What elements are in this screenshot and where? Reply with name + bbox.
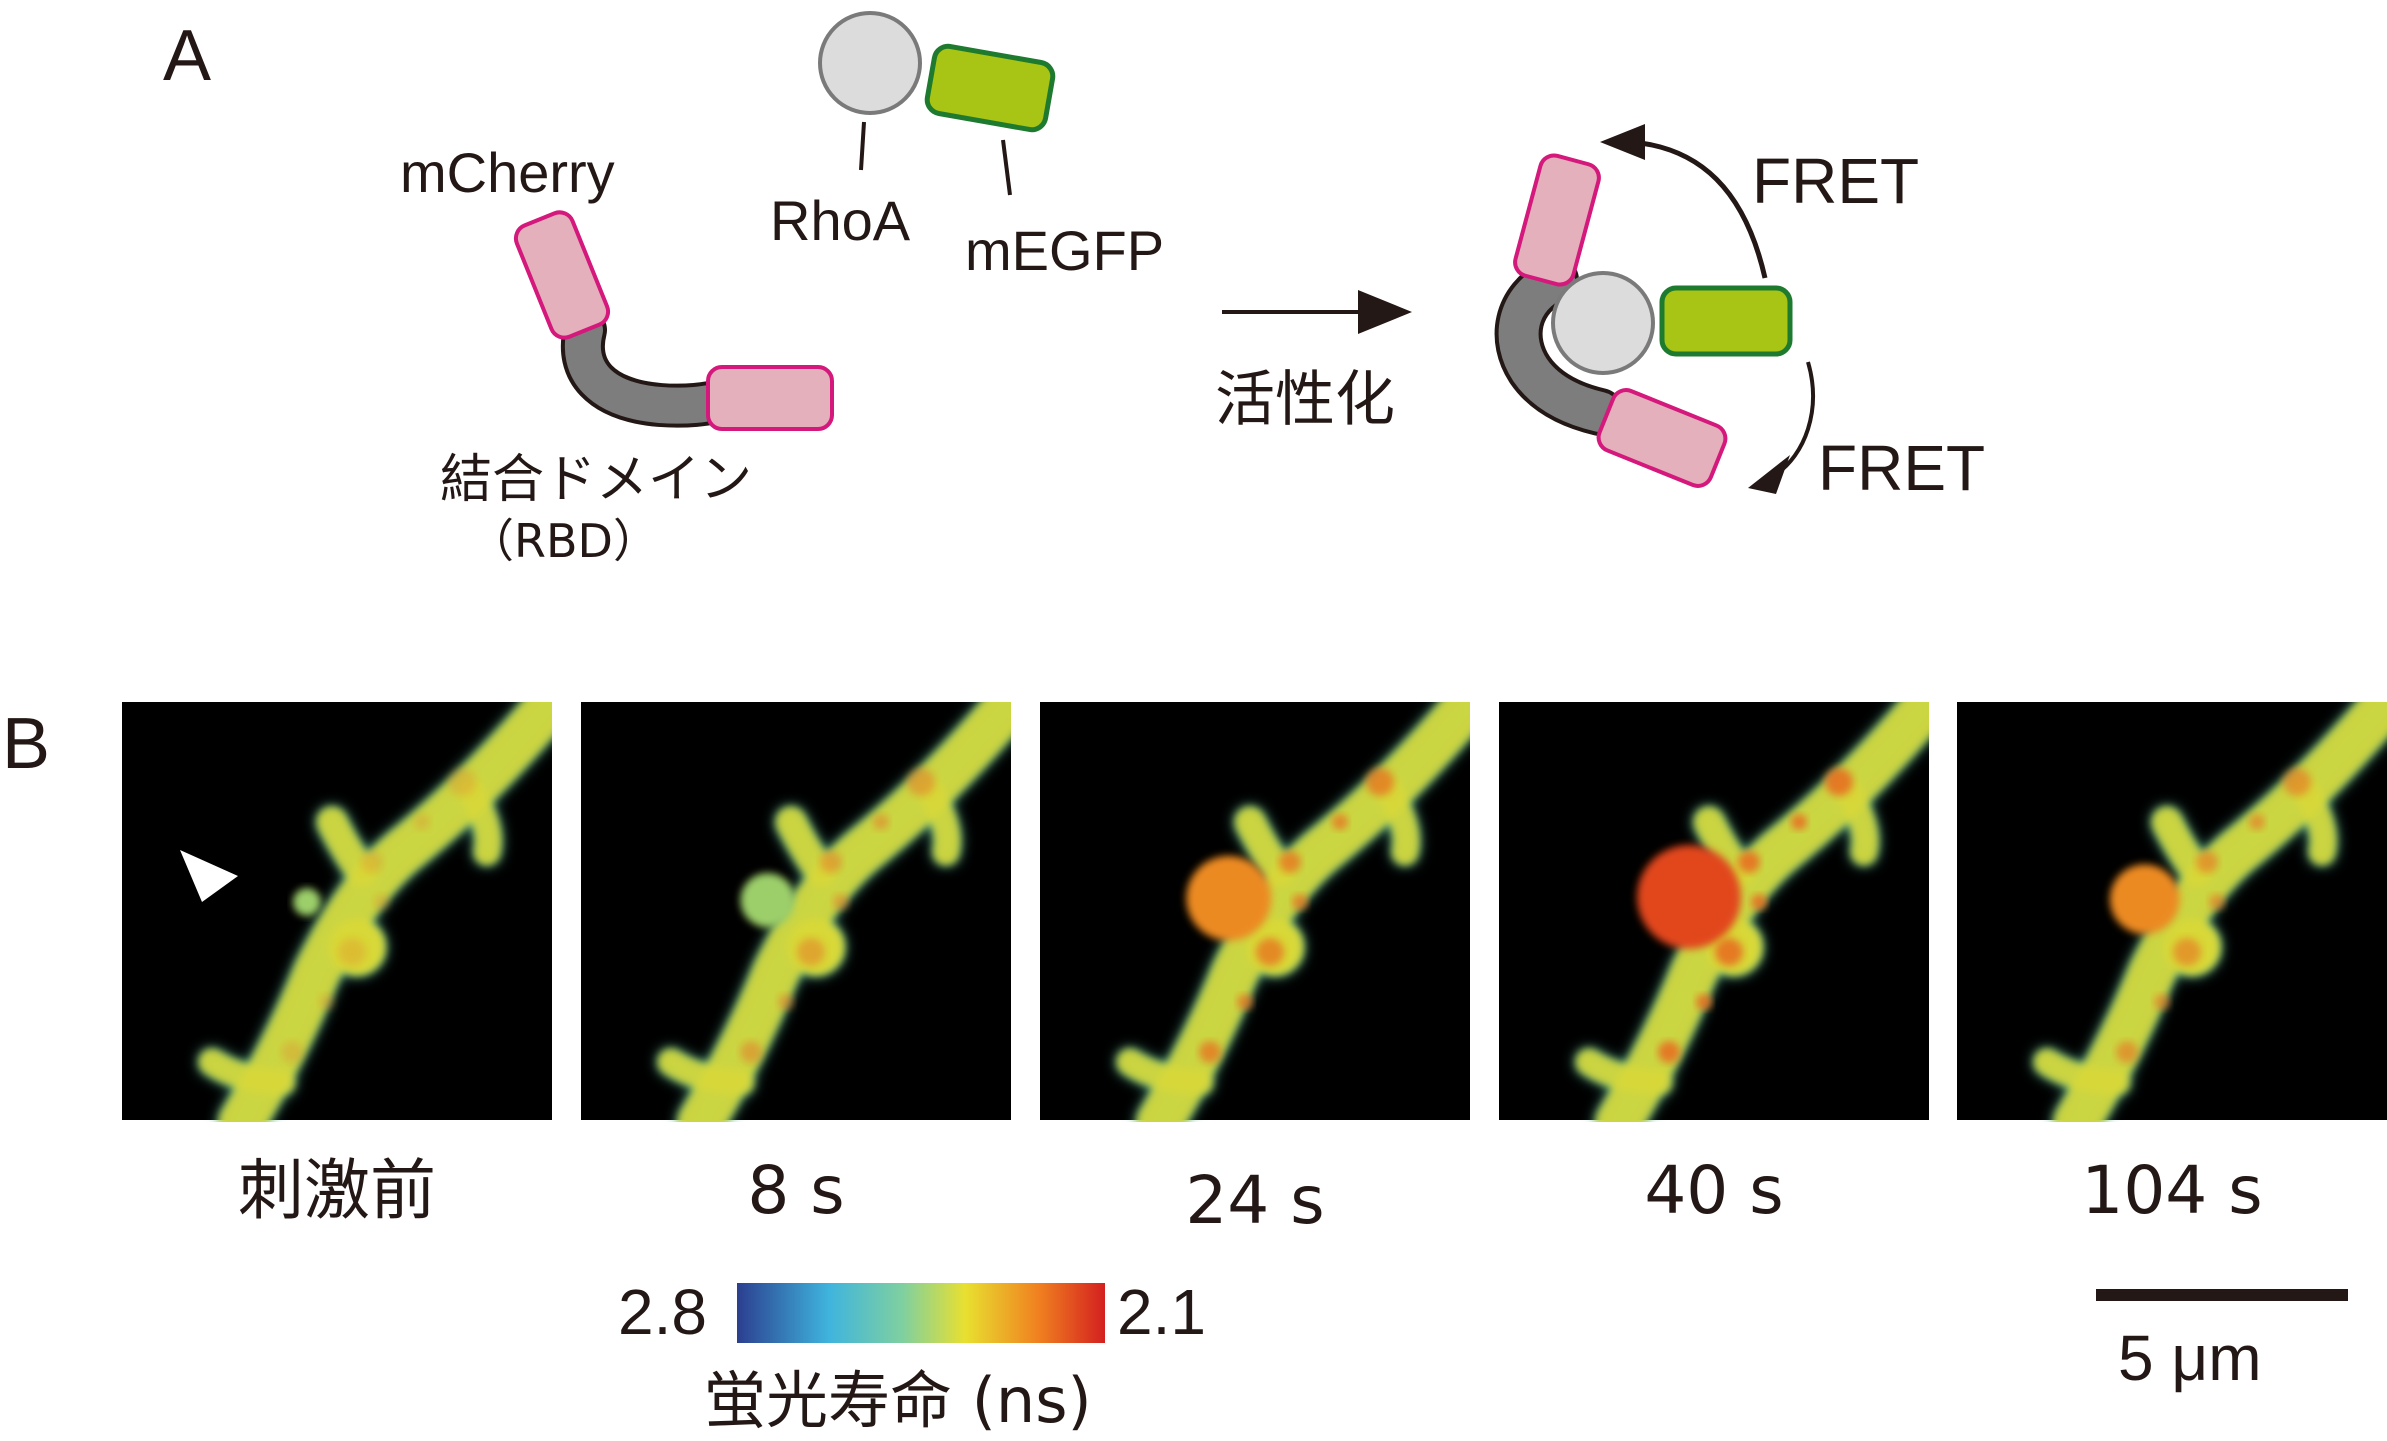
fret-hotspot (833, 894, 849, 910)
sensor-unbound (513, 210, 834, 431)
mcherry-right (706, 365, 834, 431)
fret-hotspot (1237, 994, 1253, 1010)
megfp-label: mEGFP (965, 219, 1164, 282)
fret-top-arrowhead (1600, 124, 1645, 160)
megfp-bound (1659, 285, 1793, 357)
stimulated-spine (2109, 864, 2180, 935)
fret-hotspot (1199, 1041, 1221, 1063)
fret-hotspot (2173, 938, 2201, 966)
activation-arrowhead (1358, 290, 1412, 334)
stimulated-spine (1637, 845, 1741, 949)
scalebar (2096, 1289, 2348, 1301)
fret-hotspot (281, 1041, 303, 1063)
mcherry-bound-bottom (1596, 388, 1728, 488)
fret-hotspot (374, 894, 390, 910)
mcherry-bound-top (1513, 153, 1601, 287)
fret-top-arrow (1631, 139, 1768, 279)
fret-hotspot (1751, 894, 1767, 910)
image-frame-1 (122, 702, 552, 1122)
panel-a: A mCherry 結合ドメイン （RBD） RhoA mEGFP 活性化 (163, 11, 1985, 568)
fret-hotspot (873, 814, 889, 830)
frame-label-3: 24 s (1185, 1162, 1324, 1239)
fret-top-label: FRET (1752, 145, 1919, 217)
fret-hotspot (1658, 1041, 1680, 1063)
scalebar-label: 5 μm (2118, 1322, 2262, 1394)
fret-bottom-arrowhead (1748, 455, 1790, 494)
fret-hotspot (1715, 938, 1743, 966)
fret-hotspot (797, 938, 825, 966)
rhoa-megfp (818, 11, 1056, 196)
activation-label: 活性化 (1215, 365, 1395, 435)
frame-label-1: 刺激前 (238, 1152, 436, 1229)
panel-a-letter: A (163, 16, 211, 96)
fret-hotspot (907, 768, 935, 796)
rbd-bound (1498, 260, 1620, 432)
fret-hotspot (361, 851, 383, 873)
mcherry-label: mCherry (400, 141, 615, 204)
binding-domain-label: 結合ドメイン (440, 450, 752, 510)
fret-hotspot (1332, 814, 1348, 830)
fret-hotspot (414, 814, 430, 830)
mcherry-top (513, 210, 611, 340)
fret-hotspot (778, 994, 794, 1010)
image-frames: 刺激前 8 s 24 s 40 s 104 s (122, 702, 2387, 1239)
stimulated-spine (740, 872, 796, 928)
fret-hotspot (2249, 814, 2265, 830)
fret-bottom-label: FRET (1818, 432, 1985, 504)
fret-hotspot (740, 1041, 762, 1063)
fret-hotspot (2196, 851, 2218, 873)
fret-hotspot (2209, 894, 2225, 910)
image-frame-3 (1040, 702, 1470, 1122)
fret-hotspot (2116, 1041, 2138, 1063)
stimulated-spine (1186, 855, 1272, 941)
image-frame-4 (1499, 702, 1929, 1122)
rhoa-circle (818, 11, 922, 115)
fret-hotspot (1738, 851, 1760, 873)
fret-hotspot (2154, 994, 2170, 1010)
fret-hotspot (338, 938, 366, 966)
rhoa-bound (1551, 271, 1655, 375)
fret-hotspot (1256, 938, 1284, 966)
fret-hotspot (820, 851, 842, 873)
fret-hotspot (1366, 768, 1394, 796)
fret-hotspot (319, 994, 335, 1010)
image-frame-2 (581, 702, 1011, 1122)
sensor-bound (1494, 153, 1793, 488)
rhoa-pointer (859, 121, 866, 171)
fret-bottom-arrow (1773, 361, 1815, 477)
panel-b-letter: B (2, 704, 50, 784)
megfp-pointer (1001, 139, 1012, 196)
frame-label-5: 104 s (2081, 1152, 2262, 1229)
stimulated-spine (293, 888, 321, 916)
fret-hotspot (1279, 851, 1301, 873)
frame-label-2: 8 s (747, 1152, 844, 1229)
colorbar (737, 1283, 1105, 1343)
megfp-box (924, 43, 1056, 133)
rbd-label: （RBD） (468, 514, 659, 568)
fret-hotspot (2283, 768, 2311, 796)
fret-hotspot (1696, 994, 1712, 1010)
colorbar-max-label: 2.1 (1117, 1276, 1206, 1348)
rhoa-label: RhoA (770, 189, 911, 252)
fret-hotspot (448, 768, 476, 796)
colorbar-title: 蛍光寿命 (ns) (704, 1364, 1092, 1437)
spine-arrowhead (180, 850, 238, 902)
frame-label-4: 40 s (1644, 1152, 1783, 1229)
fret-hotspot (1825, 768, 1853, 796)
colorbar-min-label: 2.8 (618, 1276, 707, 1348)
fret-hotspot (1292, 894, 1308, 910)
fret-hotspot (1791, 814, 1807, 830)
image-frame-5 (1957, 702, 2387, 1122)
